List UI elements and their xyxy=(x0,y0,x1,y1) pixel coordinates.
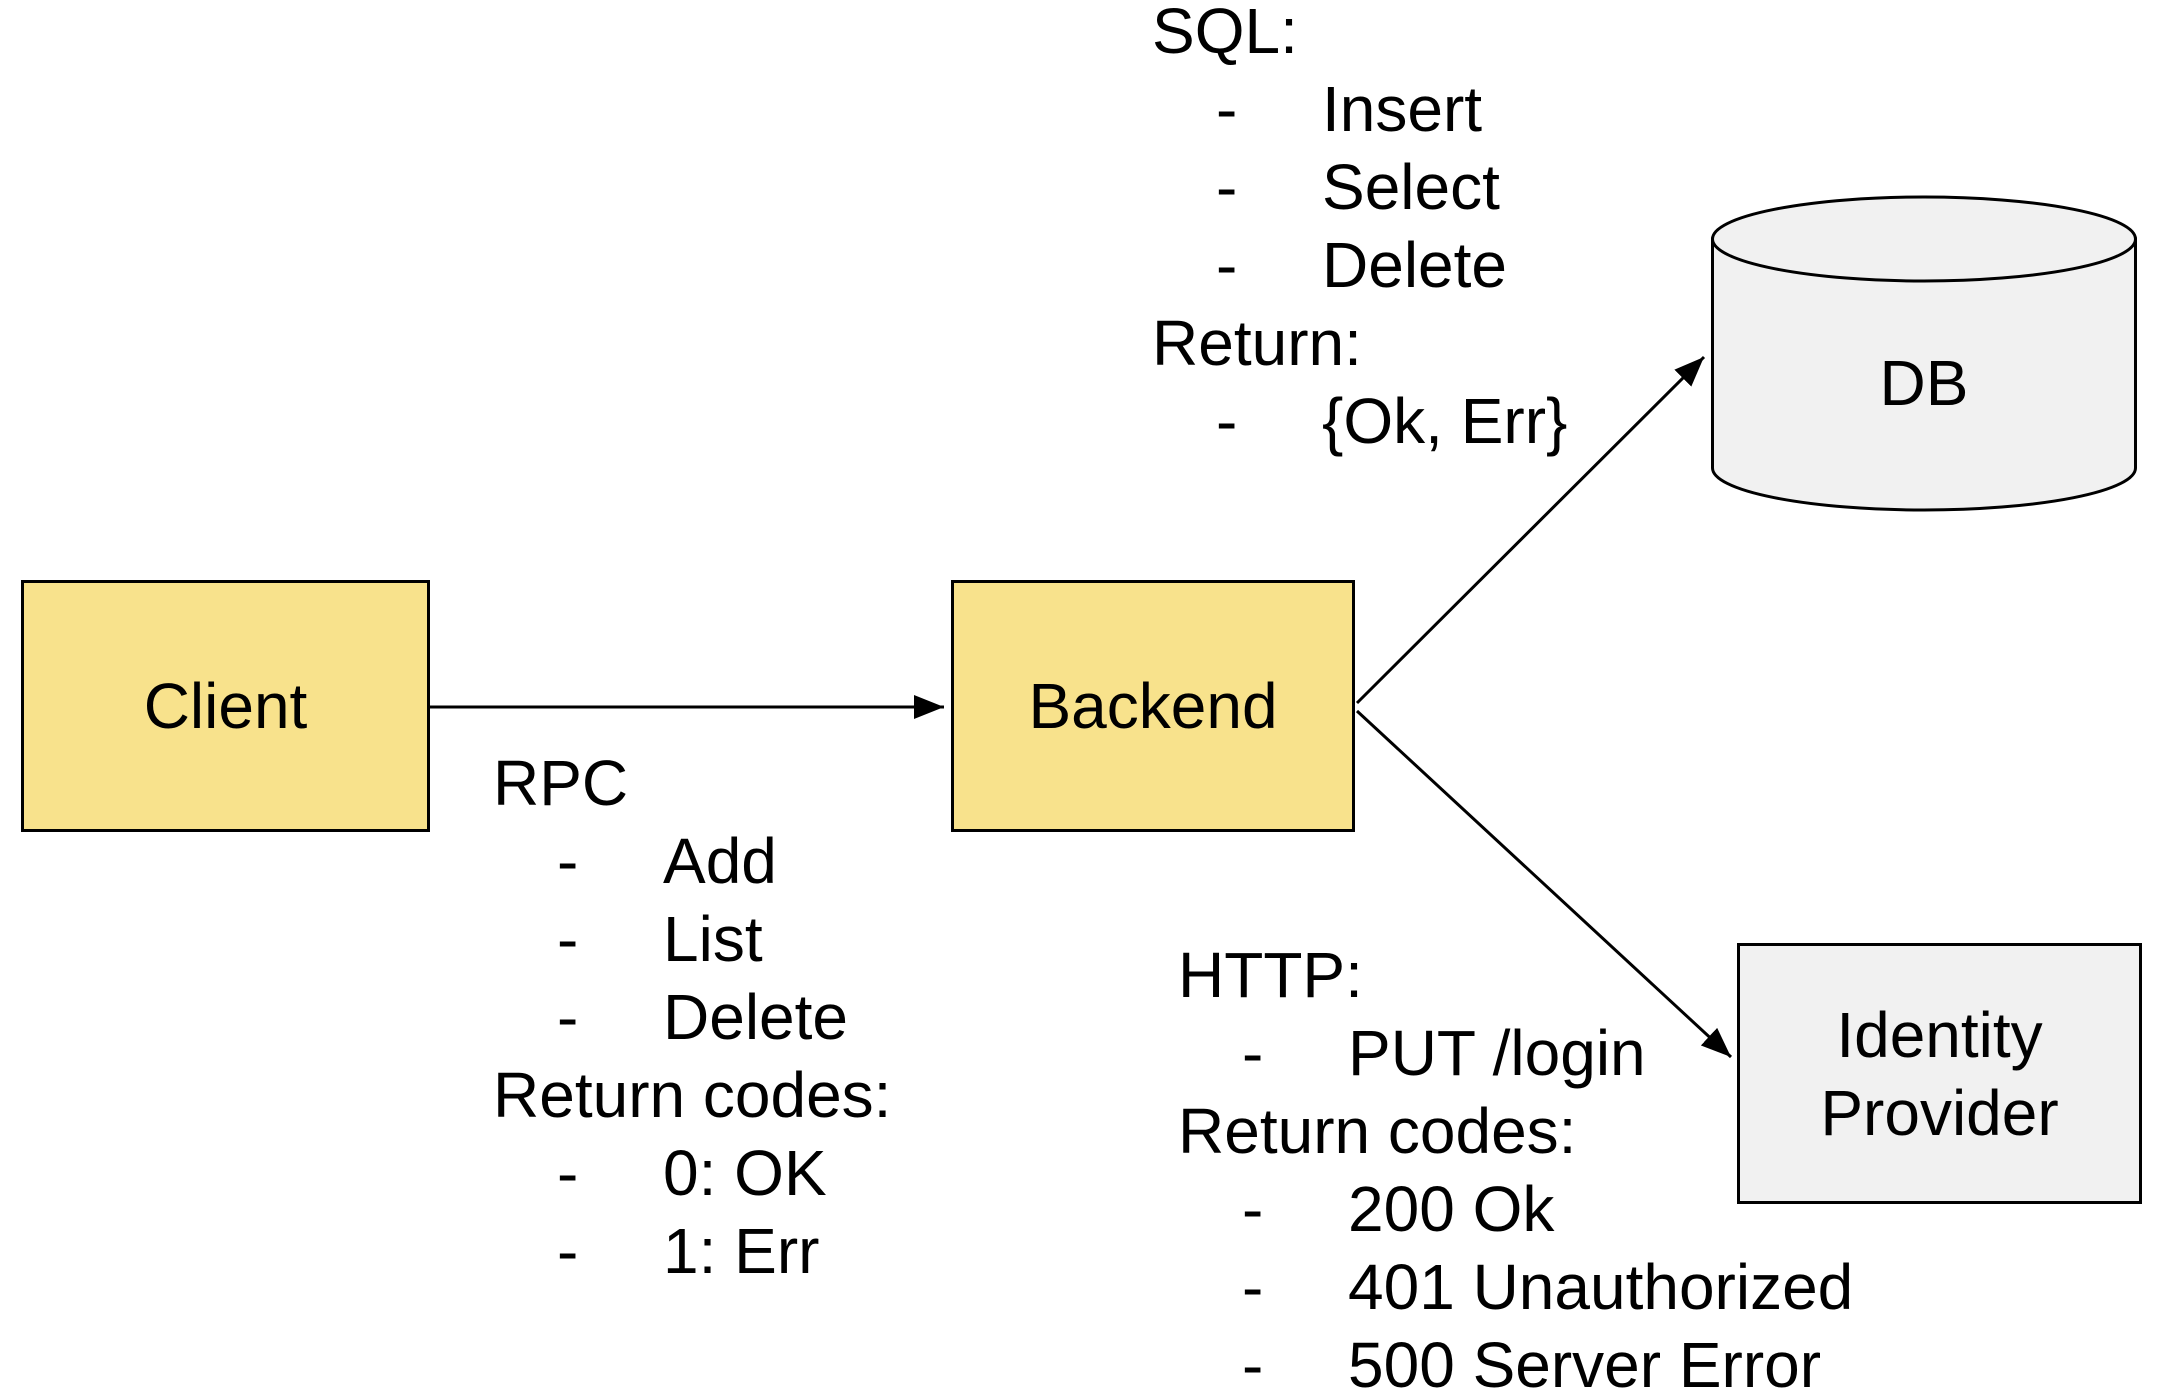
bullet-dash: - xyxy=(1216,73,1238,145)
rpc-call-item: -Add xyxy=(493,822,891,900)
db-cylinder-icon xyxy=(1711,195,2137,512)
sql-call-item: -Select xyxy=(1152,148,1567,226)
bullet-dash: - xyxy=(1216,385,1238,457)
http-call-item: -PUT /login xyxy=(1178,1014,1853,1092)
backend-label: Backend xyxy=(1028,670,1278,742)
bullet-dash: - xyxy=(1242,1329,1264,1398)
identity-provider-node: Identity Provider xyxy=(1737,943,2142,1204)
sql-call-item: -Delete xyxy=(1152,226,1567,304)
rpc-title: RPC xyxy=(493,747,629,819)
client-label: Client xyxy=(143,670,308,742)
http-annotation: HTTP: -PUT /login Return codes: -200 Ok … xyxy=(1178,936,1853,1398)
rpc-return-item: -1: Err xyxy=(493,1212,891,1290)
http-return-item: -200 Ok xyxy=(1178,1170,1853,1248)
identity-provider-label-line1: Identity xyxy=(1836,998,2043,1071)
sql-return-title: Return: xyxy=(1152,307,1362,379)
bullet-dash: - xyxy=(1242,1251,1264,1323)
http-return-item: -500 Server Error xyxy=(1178,1326,1853,1398)
bullet-dash: - xyxy=(557,1137,579,1209)
db-node: DB xyxy=(1710,195,2138,512)
bullet-dash: - xyxy=(557,903,579,975)
client-node: Client xyxy=(21,580,430,832)
bullet-dash: - xyxy=(557,981,579,1053)
rpc-annotation: RPC -Add -List -Delete Return codes: -0:… xyxy=(493,744,891,1290)
sql-annotation: SQL: -Insert -Select -Delete Return: -{O… xyxy=(1152,0,1567,460)
http-return-title: Return codes: xyxy=(1178,1095,1577,1167)
db-label: DB xyxy=(1879,346,1969,419)
sql-call-item: -Insert xyxy=(1152,70,1567,148)
bullet-dash: - xyxy=(1216,229,1238,301)
rpc-call-item: -Delete xyxy=(493,978,891,1056)
bullet-dash: - xyxy=(557,1215,579,1287)
backend-node: Backend xyxy=(951,580,1355,832)
rpc-return-item: -0: OK xyxy=(493,1134,891,1212)
http-return-item: -401 Unauthorized xyxy=(1178,1248,1853,1326)
rpc-return-title: Return codes: xyxy=(493,1059,892,1131)
bullet-dash: - xyxy=(1242,1017,1264,1089)
bullet-dash: - xyxy=(1242,1173,1264,1245)
sql-return-item: -{Ok, Err} xyxy=(1152,382,1567,460)
bullet-dash: - xyxy=(1216,151,1238,223)
sql-title: SQL: xyxy=(1152,0,1298,67)
bullet-dash: - xyxy=(557,825,579,897)
identity-provider-label-line2: Provider xyxy=(1820,1076,2059,1149)
rpc-call-item: -List xyxy=(493,900,891,978)
http-title: HTTP: xyxy=(1178,939,1363,1011)
